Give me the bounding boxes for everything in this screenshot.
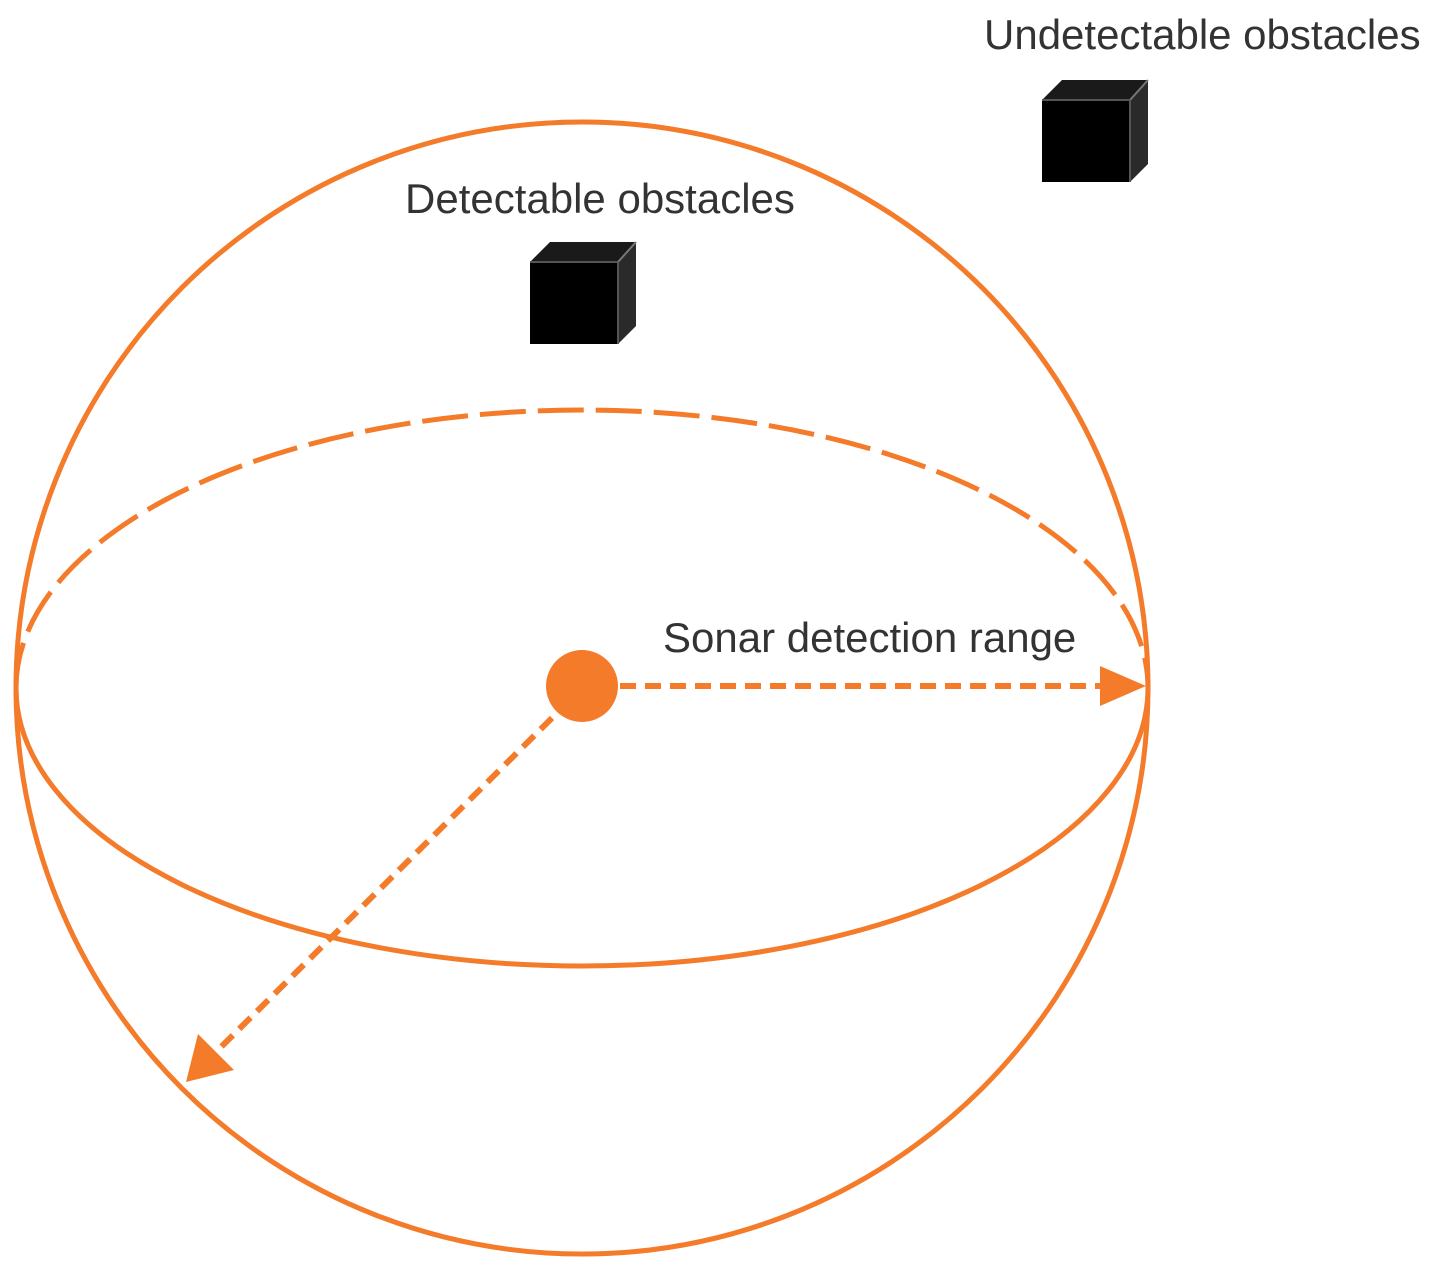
undetectable-obstacles-label: Undetectable obstacles <box>984 11 1421 58</box>
sonar-source-dot <box>546 650 618 722</box>
detectable-obstacles-label: Detectable obstacles <box>405 175 795 222</box>
equator-front-solid <box>13 687 1151 969</box>
range-arrow-diagonal <box>207 715 555 1061</box>
sonar-detection-range-label: Sonar detection range <box>663 614 1077 661</box>
range-arrowhead-diagonal <box>186 1034 234 1082</box>
cube-icon <box>1042 79 1149 182</box>
range-arrowhead-horizontal <box>1100 666 1146 706</box>
cube-icon <box>530 241 637 344</box>
equator-back-dashed <box>13 407 1151 689</box>
